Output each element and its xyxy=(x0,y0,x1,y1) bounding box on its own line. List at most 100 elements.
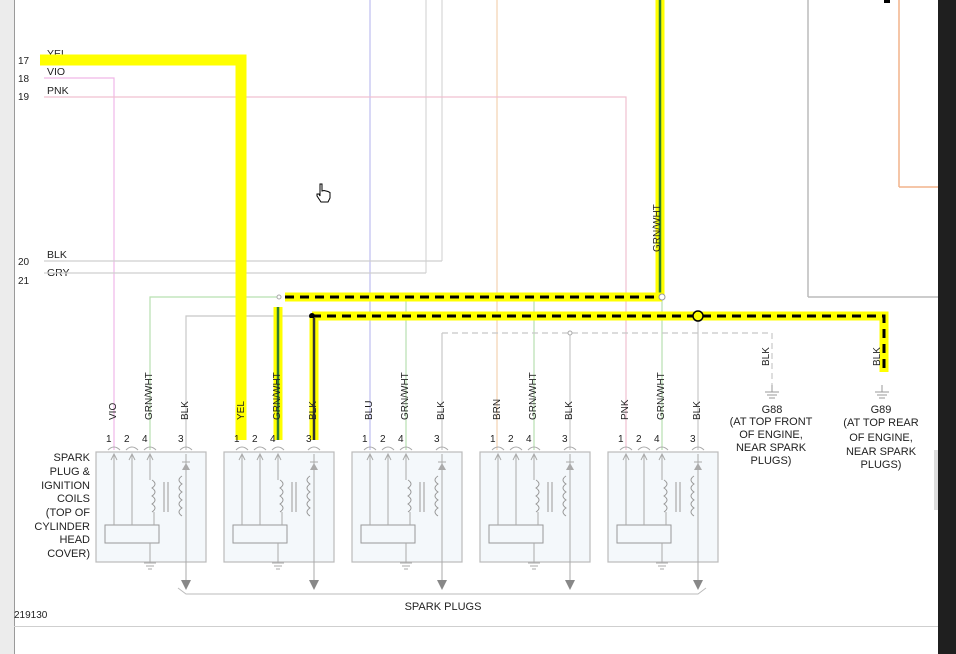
pin-20-num: 20 xyxy=(18,257,30,268)
coil-pin-number: 2 xyxy=(252,434,258,445)
pin-20-color: BLK xyxy=(47,249,67,261)
left-edge-bar xyxy=(0,0,15,654)
coil-pin-number: 1 xyxy=(106,434,112,445)
spark-plugs-label: SPARK PLUGS xyxy=(405,601,482,613)
coil-module xyxy=(104,524,160,544)
pin-19-num: 19 xyxy=(18,92,30,103)
bottom-border xyxy=(14,626,938,627)
coil-pin-arrow xyxy=(146,452,154,461)
coil-pin-terminal xyxy=(655,446,669,451)
g89-desc-line: NEAR SPARK xyxy=(846,446,917,458)
coil-diode xyxy=(566,463,574,470)
primary-winding xyxy=(407,479,412,513)
coil-pin-arrow xyxy=(658,452,666,461)
g88-id: G88 xyxy=(762,404,783,416)
coil-module xyxy=(232,524,288,544)
secondary-winding xyxy=(562,475,567,517)
coil-pin-terminal xyxy=(125,446,139,451)
coils-caption-line: COILS xyxy=(57,493,90,505)
coil-pin-number: 1 xyxy=(490,434,496,445)
coil-pin-arrow xyxy=(622,452,630,461)
spark-plug-arrow xyxy=(565,580,575,590)
coils-caption-line: CYLINDER xyxy=(34,521,90,533)
coil-pin-terminal xyxy=(491,446,505,451)
ground-g89-symbol xyxy=(875,385,889,399)
coil-pin-arrow xyxy=(640,452,648,461)
coil-pin-number: 1 xyxy=(618,434,624,445)
coil-diode xyxy=(310,463,318,470)
g89-id: G89 xyxy=(871,404,892,416)
coil-pin-number: 3 xyxy=(690,434,696,445)
coil-wire-label: BLU xyxy=(364,401,375,420)
coils-caption-line: COVER) xyxy=(47,548,90,560)
wire-yel-highlight[interactable] xyxy=(40,54,247,440)
vertical-wire-label: GRN/WHT xyxy=(652,204,663,252)
coil-pin-arrow xyxy=(128,452,136,461)
top-right-module xyxy=(807,0,938,298)
coil-pin-number: 2 xyxy=(380,434,386,445)
coil-pin-terminal xyxy=(271,446,285,451)
coils-caption-line: IGNITION xyxy=(41,480,90,492)
coil-pin-arrow xyxy=(494,452,502,461)
coil-pin-number: 3 xyxy=(562,434,568,445)
coil-pin-arrow xyxy=(402,452,410,461)
spark-plug-arrow xyxy=(693,580,703,590)
coil-pin-terminal xyxy=(637,446,651,451)
g89-desc-line: PLUGS) xyxy=(861,459,902,471)
spark-plug-arrow xyxy=(437,580,447,590)
coils-caption-line: (TOP OF xyxy=(46,507,90,519)
coil-pin-number: 3 xyxy=(178,434,184,445)
coil-pin-number: 2 xyxy=(124,434,130,445)
spark-plug-arrow xyxy=(309,580,319,590)
secondary-winding xyxy=(178,475,183,517)
coil-pin-number: 4 xyxy=(654,434,660,445)
primary-winding xyxy=(663,479,668,513)
coil-wire-label: GRN/WHT xyxy=(144,372,155,420)
left-connector: 17 18 19 20 21 YEL VIO PNK BLK GRY xyxy=(18,48,70,287)
primary-winding xyxy=(279,479,284,513)
pin-21-num: 21 xyxy=(18,276,30,287)
coil-pin-terminal xyxy=(179,446,193,451)
coil-pin-number: 2 xyxy=(636,434,642,445)
hand-cursor-icon xyxy=(316,183,331,203)
coil-module xyxy=(488,524,544,544)
coil-pin-number: 1 xyxy=(362,434,368,445)
g88-desc-line: NEAR SPARK xyxy=(736,442,807,454)
coil-wire-label: BLK xyxy=(180,401,191,420)
blk-bus-highlight[interactable] xyxy=(312,311,889,372)
coil-pin-number: 4 xyxy=(398,434,404,445)
coil-module xyxy=(360,524,416,544)
coil-body xyxy=(223,451,335,563)
coil-pin-terminal xyxy=(107,446,121,451)
coil-pin-number: 3 xyxy=(306,434,312,445)
g89-wire-label: BLK xyxy=(872,347,883,366)
coil-pin-terminal xyxy=(563,446,577,451)
right-scrollbar[interactable] xyxy=(938,0,956,654)
coil-body xyxy=(479,451,591,563)
coil-pin-number: 2 xyxy=(508,434,514,445)
coil-pin-terminal xyxy=(235,446,249,451)
coil-diode xyxy=(694,463,702,470)
coil-diode xyxy=(438,463,446,470)
g89-caption: G89 (AT TOP REAR OF ENGINE, NEAR SPARK P… xyxy=(843,404,918,471)
spark-plugs-bracket: SPARK PLUGS xyxy=(177,587,707,613)
coil-wire-label: GRN/WHT xyxy=(400,372,411,420)
coil-wire-label: YEL xyxy=(236,401,247,420)
coil-pin-terminal xyxy=(253,446,267,451)
coils-caption: SPARK PLUG & IGNITION COILS (TOP OF CYLI… xyxy=(34,452,90,560)
pin-17-num: 17 xyxy=(18,56,30,67)
coil-pin-terminal xyxy=(527,446,541,451)
blk-bus xyxy=(312,314,886,372)
coil-pin-arrow xyxy=(110,452,118,461)
coil-wire-label: BRN xyxy=(492,399,503,420)
coil-wire-label: BLK xyxy=(436,401,447,420)
coil-pin-arrow xyxy=(274,452,282,461)
coils-caption-line: HEAD xyxy=(59,534,90,546)
g88-desc-line: (AT TOP FRONT xyxy=(730,416,813,428)
coil-pin-arrow xyxy=(366,452,374,461)
coil-wire-label: GRN/WHT xyxy=(528,372,539,420)
